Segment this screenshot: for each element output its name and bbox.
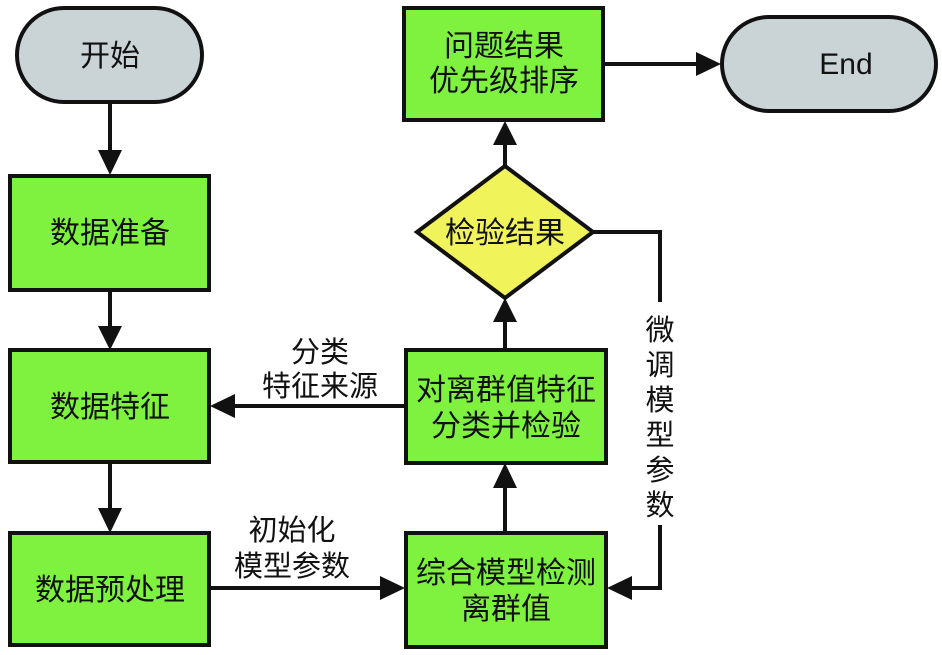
edge-label-char: 模 — [645, 383, 674, 417]
arrowhead-icon — [98, 326, 122, 350]
edge-start-to-prep — [98, 102, 122, 175]
edge-features-to-preprocess — [98, 462, 122, 533]
process-shape — [8, 348, 211, 464]
process-shape — [8, 531, 211, 647]
node-end: End — [720, 15, 938, 113]
edge-check-to-rank — [493, 121, 517, 166]
node-features: 数据特征 — [8, 348, 211, 464]
node-rank: 问题结果 优先级排序 — [402, 6, 605, 122]
edge-label-classify-features: 分类 特征来源 — [262, 335, 378, 403]
edge-detect-to-classify — [493, 463, 517, 533]
edge-label-line: 模型参数 — [234, 549, 350, 583]
node-label: 数据准备 — [50, 216, 170, 251]
edge-label-line: 初始化 — [248, 513, 335, 547]
terminal-shape — [720, 15, 938, 113]
node-label-line: 问题结果 — [444, 29, 564, 64]
arrowhead-icon — [380, 576, 405, 600]
node-label-line: 分类并检验 — [431, 409, 581, 444]
arrowhead-icon — [98, 508, 122, 533]
edge-label-preprocess-detect: 初始化 模型参数 — [234, 513, 350, 583]
edge-prep-to-features — [98, 290, 122, 350]
node-check: 检验结果 — [413, 163, 597, 301]
process-shape — [8, 174, 211, 292]
arrowhead-icon — [210, 394, 235, 418]
node-label: 数据特征 — [50, 390, 170, 425]
edge-label-char: 调 — [645, 348, 674, 382]
edge-classify-to-features — [210, 394, 406, 418]
node-classify: 对离群值特征 分类并检验 — [404, 348, 608, 465]
edge-label-char: 数 — [645, 488, 674, 522]
arrowhead-icon — [493, 121, 517, 145]
arrowhead-icon — [607, 576, 632, 600]
edge-check-to-detect — [593, 230, 662, 600]
edge-label-check-detect: 微 调 模 型 参 数 — [645, 313, 674, 522]
edge-classify-to-check — [493, 298, 517, 350]
edge-label-char: 微 — [645, 313, 674, 347]
process-shape — [402, 6, 605, 122]
edge-label-line: 特征来源 — [262, 369, 378, 403]
process-shape — [404, 531, 608, 649]
node-label-line: 优先级排序 — [429, 64, 579, 99]
node-label: 开始 — [80, 39, 140, 74]
node-label-line: 离群值 — [461, 592, 551, 627]
node-label-line: 对离群值特征 — [416, 373, 596, 408]
edge-label-char: 型 — [645, 418, 674, 452]
node-label: End — [819, 48, 872, 81]
edge-label-line: 分类 — [291, 335, 349, 369]
node-start: 开始 — [15, 6, 204, 104]
arrowhead-icon — [98, 150, 122, 175]
arrowhead-icon — [493, 463, 517, 488]
edge-preprocess-to-detect — [209, 576, 405, 600]
arrowhead-icon — [696, 52, 721, 76]
node-label: 检验结果 — [445, 216, 565, 251]
edge-label-char: 参 — [645, 453, 674, 487]
decision-shape — [413, 163, 597, 301]
node-prep: 数据准备 — [8, 174, 211, 292]
node-detect: 综合模型检测 离群值 — [404, 531, 608, 649]
node-preprocess: 数据预处理 — [8, 531, 211, 647]
node-label: 数据预处理 — [35, 573, 185, 608]
terminal-shape — [15, 6, 204, 104]
process-shape — [404, 348, 608, 465]
arrowhead-icon — [493, 298, 517, 322]
edge-rank-to-end — [603, 52, 721, 76]
node-label-line: 综合模型检测 — [416, 556, 596, 591]
